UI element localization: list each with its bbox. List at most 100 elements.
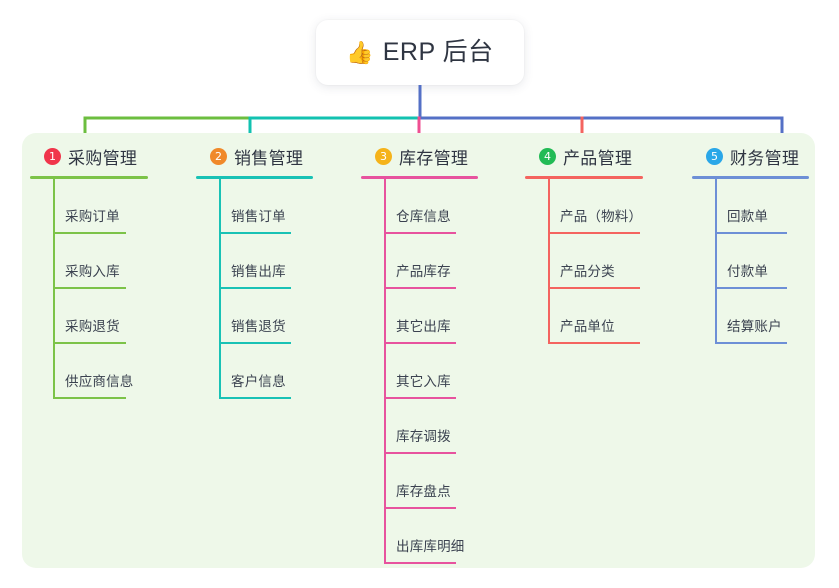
leaf-item-rule	[384, 232, 456, 234]
column-title-5: 财务管理	[730, 148, 800, 168]
column-spine-1	[53, 179, 55, 399]
leaf-item[interactable]: 出库库明细	[361, 509, 481, 564]
leaf-item-rule	[53, 342, 126, 344]
leaf-item[interactable]: 付款单	[692, 234, 812, 289]
leaf-item-label: 采购订单	[65, 209, 120, 224]
leaf-item-label: 产品分类	[560, 264, 615, 279]
leaf-item-label: 仓库信息	[396, 209, 451, 224]
column-badge-2: 2	[210, 147, 227, 165]
column-header-4[interactable]: 4 产品管理	[525, 143, 655, 169]
leaf-item-rule	[219, 342, 291, 344]
leaf-item-label: 采购入库	[65, 264, 120, 279]
column-header-1[interactable]: 1 采购管理	[30, 143, 155, 169]
leaf-item[interactable]: 客户信息	[196, 344, 316, 399]
column-title-1: 采购管理	[68, 148, 138, 168]
leaf-item-label: 其它出库	[396, 319, 451, 334]
leaf-item[interactable]: 产品单位	[525, 289, 655, 344]
column-title-4: 产品管理	[563, 148, 633, 168]
leaf-item-label: 库存盘点	[396, 484, 451, 499]
leaf-item-rule	[53, 397, 126, 399]
leaf-item-rule	[53, 287, 126, 289]
leaf-item[interactable]: 销售订单	[196, 179, 316, 234]
leaf-item[interactable]: 产品分类	[525, 234, 655, 289]
leaf-item[interactable]: 结算账户	[692, 289, 812, 344]
column-badge-3: 3	[375, 147, 392, 165]
leaf-item-label: 供应商信息	[65, 374, 134, 389]
leaf-item-label: 付款单	[727, 264, 769, 279]
column-body-5: 回款单付款单结算账户	[692, 179, 812, 344]
column-badge-5: 5	[706, 147, 723, 165]
root-node-label: ERP 后台	[382, 38, 494, 66]
column-spine-5	[715, 179, 717, 344]
leaf-item-label: 销售退货	[231, 319, 286, 334]
column-4: 4 产品管理产品（物料） 产品分类产品单位	[525, 143, 655, 344]
leaf-item-rule	[715, 232, 787, 234]
leaf-item-rule	[548, 232, 640, 234]
leaf-item[interactable]: 库存调拨	[361, 399, 481, 454]
leaf-item-rule	[384, 287, 456, 289]
leaf-item[interactable]: 采购订单	[30, 179, 155, 234]
leaf-item[interactable]: 库存盘点	[361, 454, 481, 509]
root-node[interactable]: 👍 ERP 后台	[316, 20, 524, 85]
column-spine-3	[384, 179, 386, 564]
column-title-2: 销售管理	[234, 148, 304, 168]
leaf-item[interactable]: 采购入库	[30, 234, 155, 289]
leaf-item-label: 销售出库	[231, 264, 286, 279]
leaf-item-rule	[219, 232, 291, 234]
leaf-item-rule	[715, 342, 787, 344]
column-rule-1	[30, 176, 148, 179]
leaf-item-label: 产品（物料）	[560, 209, 643, 224]
column-rule-5	[692, 176, 809, 179]
column-3: 3 库存管理仓库信息产品库存其它出库其它入库库存调拨库存盘点出库库明细	[361, 143, 481, 564]
leaf-item-label: 客户信息	[231, 374, 286, 389]
leaf-item[interactable]: 销售出库	[196, 234, 316, 289]
thumbs-up-icon: 👍	[346, 39, 374, 65]
leaf-item-label: 库存调拨	[396, 429, 451, 444]
column-2: 2 销售管理销售订单销售出库销售退货客户信息	[196, 143, 316, 399]
leaf-item[interactable]: 供应商信息	[30, 344, 155, 399]
leaf-item-rule	[548, 287, 640, 289]
leaf-item-rule	[384, 397, 456, 399]
leaf-item-rule	[384, 452, 456, 454]
leaf-item-label: 产品库存	[396, 264, 451, 279]
leaf-item[interactable]: 采购退货	[30, 289, 155, 344]
leaf-item[interactable]: 销售退货	[196, 289, 316, 344]
leaf-item-rule	[384, 342, 456, 344]
leaf-item[interactable]: 仓库信息	[361, 179, 481, 234]
leaf-item[interactable]: 回款单	[692, 179, 812, 234]
column-title-3: 库存管理	[399, 148, 469, 168]
column-body-3: 仓库信息产品库存其它出库其它入库库存调拨库存盘点出库库明细	[361, 179, 481, 564]
leaf-item-rule	[715, 287, 787, 289]
diagram-panel	[22, 133, 815, 568]
column-body-2: 销售订单销售出库销售退货客户信息	[196, 179, 316, 399]
leaf-item[interactable]: 产品库存	[361, 234, 481, 289]
column-header-2[interactable]: 2 销售管理	[196, 143, 316, 169]
column-badge-1: 1	[44, 147, 61, 165]
leaf-item-label: 结算账户	[727, 319, 782, 334]
leaf-item-label: 其它入库	[396, 374, 451, 389]
column-header-3[interactable]: 3 库存管理	[361, 143, 481, 169]
leaf-item-rule	[219, 397, 291, 399]
column-5: 5 财务管理回款单付款单结算账户	[692, 143, 812, 344]
leaf-item[interactable]: 其它出库	[361, 289, 481, 344]
leaf-item-rule	[219, 287, 291, 289]
column-body-4: 产品（物料） 产品分类产品单位	[525, 179, 655, 344]
column-body-1: 采购订单采购入库采购退货供应商信息	[30, 179, 155, 399]
column-header-5[interactable]: 5 财务管理	[692, 143, 812, 169]
column-badge-4: 4	[539, 147, 556, 165]
column-spine-4	[548, 179, 550, 344]
leaf-item-label: 回款单	[727, 209, 769, 224]
leaf-item-rule	[548, 342, 640, 344]
leaf-item[interactable]: 其它入库	[361, 344, 481, 399]
leaf-item-label: 出库库明细	[396, 539, 465, 554]
leaf-item[interactable]: 产品（物料）	[525, 179, 655, 234]
column-rule-3	[361, 176, 478, 179]
column-1: 1 采购管理采购订单采购入库采购退货供应商信息	[30, 143, 155, 399]
leaf-item-label: 采购退货	[65, 319, 120, 334]
column-spine-2	[219, 179, 221, 399]
leaf-item-rule	[384, 562, 456, 564]
leaf-item-label: 销售订单	[231, 209, 286, 224]
column-rule-4	[525, 176, 643, 179]
leaf-item-label: 产品单位	[560, 319, 615, 334]
leaf-item-rule	[53, 232, 126, 234]
